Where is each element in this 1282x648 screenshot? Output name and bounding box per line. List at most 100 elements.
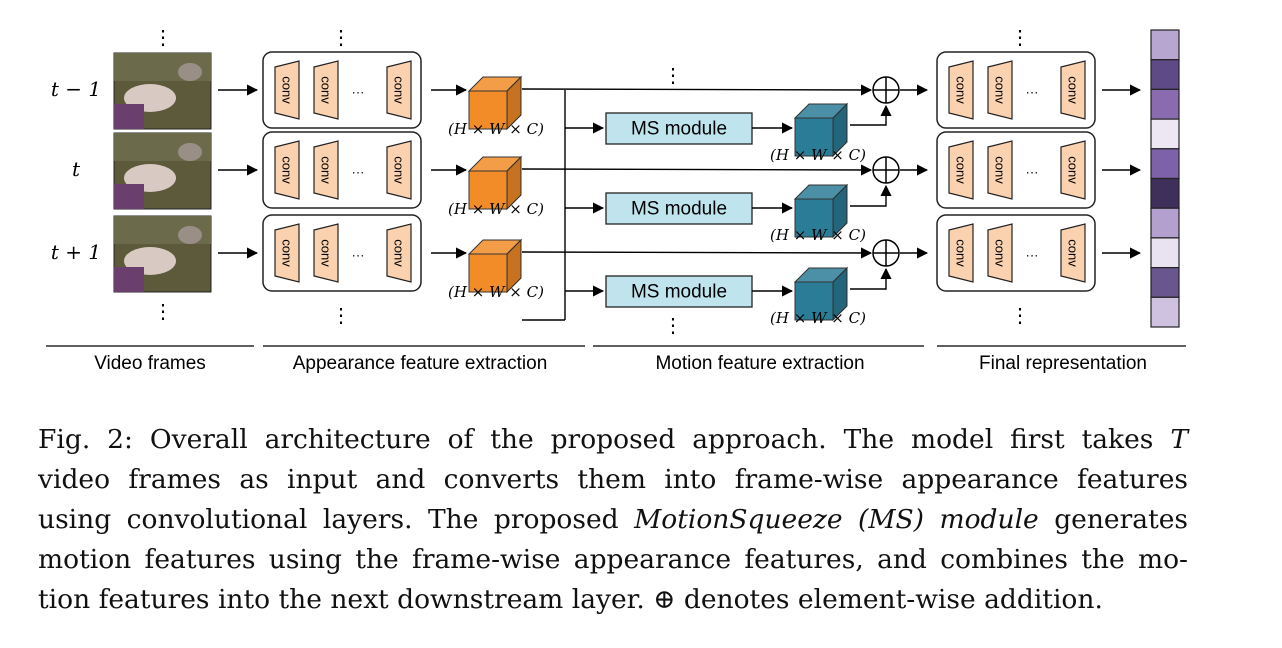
conv-layer (386, 60, 412, 120)
cube-side-shade (833, 185, 847, 237)
ms-module-box (605, 112, 753, 145)
section-label: Final representation (979, 353, 1147, 374)
vertical-ellipsis: ⋮ (153, 25, 173, 49)
conv-layer (1060, 223, 1086, 283)
caption-line-5: tion features into the next downstream l… (38, 584, 1103, 615)
skip-connection-arrow (521, 164, 873, 176)
conv-block-frame (936, 131, 1096, 209)
conv-layer (987, 223, 1013, 283)
conv-layer (313, 140, 339, 200)
conv-block-frame (936, 214, 1096, 292)
frame-sleeve (114, 104, 144, 129)
cube-side-shade (833, 104, 847, 156)
section-label: Motion feature extraction (655, 353, 864, 374)
caption-line-2: video frames as input and converts them … (38, 464, 1188, 495)
conv-layer (1060, 140, 1086, 200)
conv-layer (313, 223, 339, 283)
conv-label: conv (993, 76, 1008, 104)
conv-ellipsis: ··· (352, 248, 365, 263)
section-label: Video frames (94, 353, 206, 374)
frame-sleeve (114, 267, 144, 292)
conv-label: conv (280, 239, 295, 267)
conv-layer (274, 60, 300, 120)
representation-cell (1150, 59, 1180, 91)
time-label: t − 1 (51, 77, 101, 101)
conv-label: conv (1066, 156, 1081, 184)
cube-front-face (468, 170, 508, 210)
representation-cell (1150, 237, 1180, 269)
conv-label: conv (993, 156, 1008, 184)
representation-cell (1150, 267, 1180, 298)
conv-layer (313, 60, 339, 120)
frame-object (178, 226, 202, 244)
frame-object (178, 63, 202, 81)
vertical-ellipsis: ⋮ (331, 25, 351, 49)
cube-side-shade (507, 157, 521, 209)
video-frame-thumbnail (113, 215, 212, 293)
motion-feature-cube (793, 102, 849, 158)
conv-label: conv (280, 156, 295, 184)
motion-feature-cube (793, 183, 849, 239)
frame-object (178, 143, 202, 161)
appearance-feature-cube (467, 238, 523, 294)
motion-to-plus-arrow (850, 184, 892, 207)
conv-block-frame (936, 51, 1096, 129)
final-representation-vector (1150, 29, 1180, 328)
appearance-feature-shape: (H × W × C) (448, 200, 544, 218)
conv-layer (274, 223, 300, 283)
conv-layer (987, 60, 1013, 120)
conv-block-frame (262, 51, 422, 129)
vertical-ellipsis: ⋮ (1010, 25, 1030, 49)
representation-cell (1150, 207, 1180, 239)
conv-label: conv (319, 239, 334, 267)
cube-side-shade (507, 240, 521, 292)
motion-to-plus-arrow (850, 104, 892, 126)
cube-side-shade (507, 77, 521, 129)
representation-cell (1150, 88, 1180, 120)
conv-layer (948, 60, 974, 120)
representation-cell (1150, 177, 1180, 209)
cube-front-face (468, 90, 508, 130)
cube-side-shade (833, 268, 847, 320)
caption-line-1: Fig. 2: Overall architecture of the prop… (38, 424, 1188, 455)
frame-sleeve (114, 184, 144, 209)
conv-block-frame (262, 214, 422, 292)
vertical-ellipsis: ⋮ (331, 303, 351, 327)
conv-ellipsis: ··· (1026, 248, 1039, 263)
conv-label: conv (392, 156, 407, 184)
ms-module: MS module (605, 112, 753, 145)
conv-label: conv (954, 239, 969, 267)
conv-label: conv (954, 76, 969, 104)
conv-ellipsis: ··· (352, 165, 365, 180)
cube-front-face (794, 117, 834, 157)
conv-label: conv (993, 239, 1008, 267)
cube-front-face (794, 198, 834, 238)
conv-label: conv (392, 76, 407, 104)
motion-to-plus-arrow (850, 267, 892, 290)
representation-cell (1150, 296, 1180, 328)
motion-feature-shape: (H × W × C) (770, 146, 866, 164)
representation-cell (1150, 29, 1180, 61)
appearance-feature-shape: (H × W × C) (448, 283, 544, 301)
vertical-ellipsis: ⋮ (153, 299, 173, 323)
conv-layer (948, 140, 974, 200)
motion-feature-shape: (H × W × C) (770, 309, 866, 327)
conv-label: conv (319, 156, 334, 184)
conv-label: conv (954, 156, 969, 184)
ms-module-box (605, 192, 753, 225)
skip-connection-arrow (521, 247, 873, 259)
ms-module-label: MS module (631, 199, 727, 220)
caption-line-3: using convolutional layers. The proposed… (38, 504, 1189, 535)
appearance-conv-block: conv conv ··· conv (262, 131, 422, 209)
time-label: t (72, 157, 81, 181)
conv-ellipsis: ··· (1026, 85, 1039, 100)
representation-cell (1150, 148, 1180, 180)
caption-line-4: motion features using the frame-wise app… (38, 544, 1188, 575)
conv-block-frame (262, 131, 422, 209)
conv-layer (386, 140, 412, 200)
